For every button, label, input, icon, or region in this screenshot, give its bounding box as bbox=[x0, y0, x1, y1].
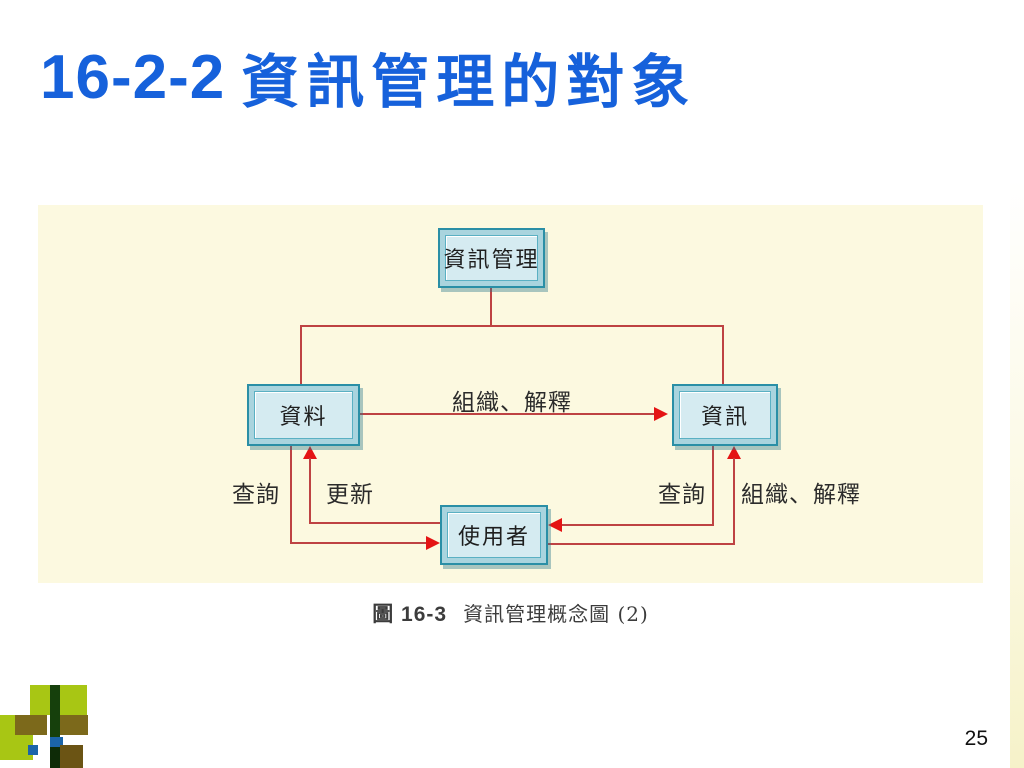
node-inner-frame: 資訊 bbox=[679, 391, 771, 439]
node-inner-frame: 資訊管理 bbox=[443, 235, 540, 281]
mosaic-square-blue bbox=[28, 745, 38, 755]
node-information-management: 資訊管理 bbox=[438, 228, 545, 288]
connector-line bbox=[290, 446, 292, 544]
mosaic-bar-dark-bottom bbox=[50, 747, 60, 768]
mosaic-square-blue bbox=[50, 737, 63, 747]
arrowhead-right-icon bbox=[654, 407, 668, 421]
connector-line bbox=[722, 325, 724, 384]
connector-line bbox=[300, 325, 724, 327]
diagram-panel: 組織、解釋 查詢 更新 查詢 組織、解釋 資訊管理 資料 資訊 使用者 bbox=[38, 205, 983, 583]
title-text: 資訊管理的對象 bbox=[241, 48, 697, 116]
node-label: 資料 bbox=[279, 405, 328, 430]
figure-caption: 圖 16-3 資訊管理概念圖 (2) bbox=[38, 598, 983, 628]
edge-label-left-query: 查詢 bbox=[232, 482, 280, 508]
connector-line bbox=[309, 522, 440, 524]
node-information: 資訊 bbox=[672, 384, 778, 446]
logo-mosaic bbox=[0, 680, 100, 768]
edge-label-right-organize: 組織、解釋 bbox=[741, 482, 861, 508]
node-label: 使用者 bbox=[457, 525, 530, 550]
mosaic-square-olive bbox=[60, 715, 88, 735]
figure-caption-label: 圖 16-3 bbox=[372, 603, 448, 626]
right-edge-gradient bbox=[1010, 180, 1024, 768]
arrowhead-up-icon bbox=[303, 446, 317, 459]
arrowhead-up-icon bbox=[727, 446, 741, 459]
node-inner-frame: 使用者 bbox=[447, 512, 541, 558]
page-title: 16-2-2 資訊管理的對象 bbox=[40, 34, 696, 120]
connector-line bbox=[309, 458, 311, 524]
edge-label-right-query: 查詢 bbox=[658, 482, 706, 508]
connector-line bbox=[712, 446, 714, 526]
title-section-number: 16-2-2 bbox=[40, 42, 226, 112]
connector-line bbox=[561, 524, 714, 526]
mosaic-square-lime bbox=[60, 685, 87, 715]
page-number: 25 bbox=[964, 727, 988, 750]
connector-line bbox=[733, 458, 735, 545]
edge-label-left-update: 更新 bbox=[326, 482, 374, 508]
mosaic-square-lime bbox=[30, 685, 50, 715]
mosaic-square-olive bbox=[15, 715, 47, 735]
mosaic-bar-dark-green bbox=[50, 685, 60, 747]
connector-line bbox=[300, 325, 302, 384]
connector-line bbox=[490, 288, 492, 327]
node-label: 資訊管理 bbox=[443, 248, 540, 273]
mosaic-square-brown bbox=[60, 745, 83, 768]
figure-caption-title: 資訊管理概念圖 (2) bbox=[463, 602, 649, 626]
arrowhead-left-icon bbox=[548, 518, 562, 532]
node-user: 使用者 bbox=[440, 505, 548, 565]
edge-label-organize-interpret: 組織、解釋 bbox=[452, 390, 572, 416]
connector-line bbox=[290, 542, 427, 544]
connector-line bbox=[360, 413, 656, 415]
node-inner-frame: 資料 bbox=[254, 391, 353, 439]
node-data: 資料 bbox=[247, 384, 360, 446]
arrowhead-right-icon bbox=[426, 536, 440, 550]
connector-line bbox=[548, 543, 735, 545]
node-label: 資訊 bbox=[700, 405, 749, 430]
